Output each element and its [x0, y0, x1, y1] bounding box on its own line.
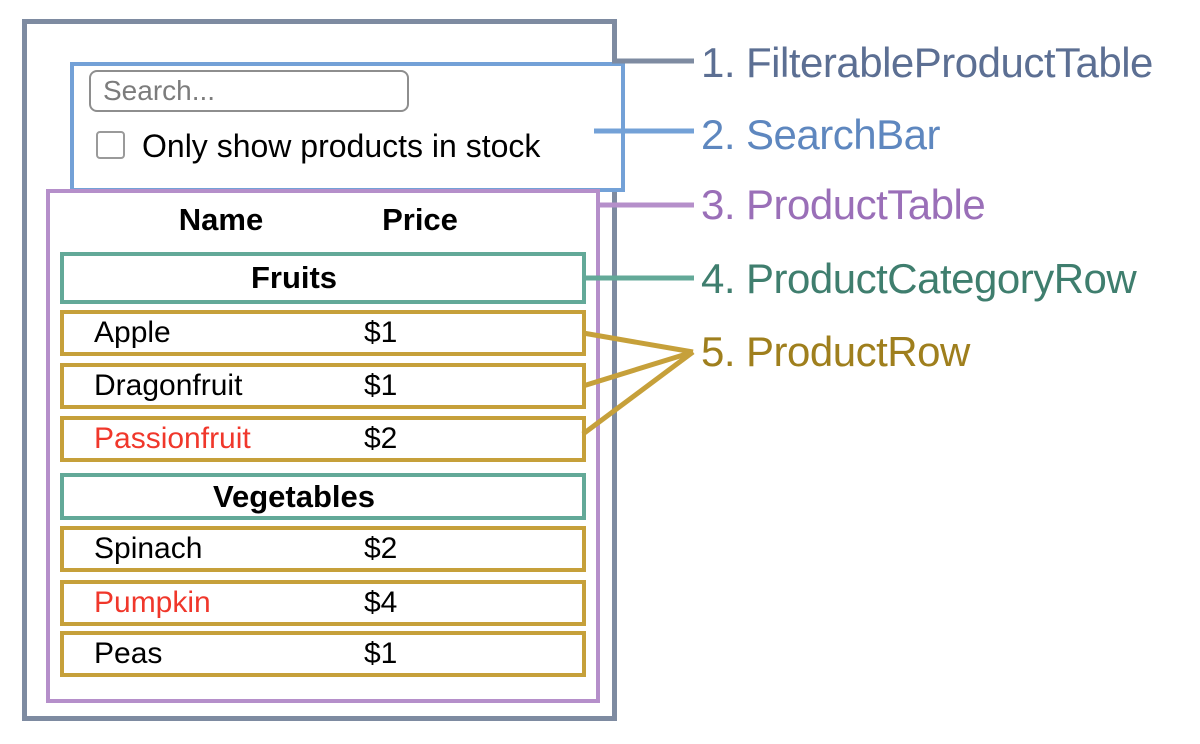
- in-stock-checkbox-label: Only show products in stock: [142, 128, 541, 164]
- legend-number: 1.: [701, 39, 736, 86]
- category-row-vegetables: Vegetables: [60, 473, 586, 520]
- product-row-apple: Apple $1: [60, 310, 586, 356]
- legend-label: SearchBar: [746, 111, 940, 158]
- category-label: Vegetables: [213, 478, 375, 514]
- column-header-name: Name: [178, 202, 264, 237]
- product-price: $2: [364, 422, 398, 455]
- in-stock-checkbox[interactable]: [96, 131, 125, 159]
- legend-filterable-product-table: 1. FilterableProductTable: [701, 36, 1153, 90]
- product-price: $4: [364, 586, 398, 619]
- category-label: Fruits: [250, 260, 338, 295]
- product-price: $1: [364, 637, 398, 670]
- product-name: Passionfruit: [94, 422, 251, 455]
- product-price: $1: [364, 369, 398, 402]
- legend-number: 5.: [701, 328, 736, 375]
- product-row-spinach: Spinach $2: [60, 526, 586, 572]
- product-name: Peas: [94, 637, 163, 670]
- product-table-box: Name Price Fruits Apple $1 Dragonfruit $…: [46, 189, 600, 703]
- product-name: Pumpkin: [94, 586, 211, 619]
- product-price: $2: [364, 532, 398, 565]
- legend-number: 4.: [701, 255, 736, 302]
- legend-label: ProductTable: [746, 181, 986, 228]
- product-name: Apple: [94, 316, 171, 349]
- product-price: $1: [364, 316, 398, 349]
- legend-label: ProductRow: [746, 328, 970, 375]
- column-header-price: Price: [382, 202, 458, 237]
- legend-label: FilterableProductTable: [746, 39, 1153, 86]
- product-row-dragonfruit: Dragonfruit $1: [60, 363, 586, 409]
- search-input[interactable]: [89, 70, 409, 112]
- product-row-peas: Peas $1: [60, 631, 586, 677]
- legend-number: 2.: [701, 111, 736, 158]
- legend-product-category-row: 4. ProductCategoryRow: [701, 252, 1137, 306]
- legend-product-row: 5. ProductRow: [701, 325, 970, 379]
- product-row-passionfruit: Passionfruit $2: [60, 416, 586, 462]
- legend-search-bar: 2. SearchBar: [701, 108, 940, 162]
- product-name: Dragonfruit: [94, 369, 243, 402]
- legend-product-table: 3. ProductTable: [701, 178, 986, 232]
- category-row-fruits: Fruits: [60, 252, 586, 304]
- product-row-pumpkin: Pumpkin $4: [60, 580, 586, 626]
- legend-label: ProductCategoryRow: [746, 255, 1137, 302]
- product-name: Spinach: [94, 532, 203, 565]
- legend-number: 3.: [701, 181, 736, 228]
